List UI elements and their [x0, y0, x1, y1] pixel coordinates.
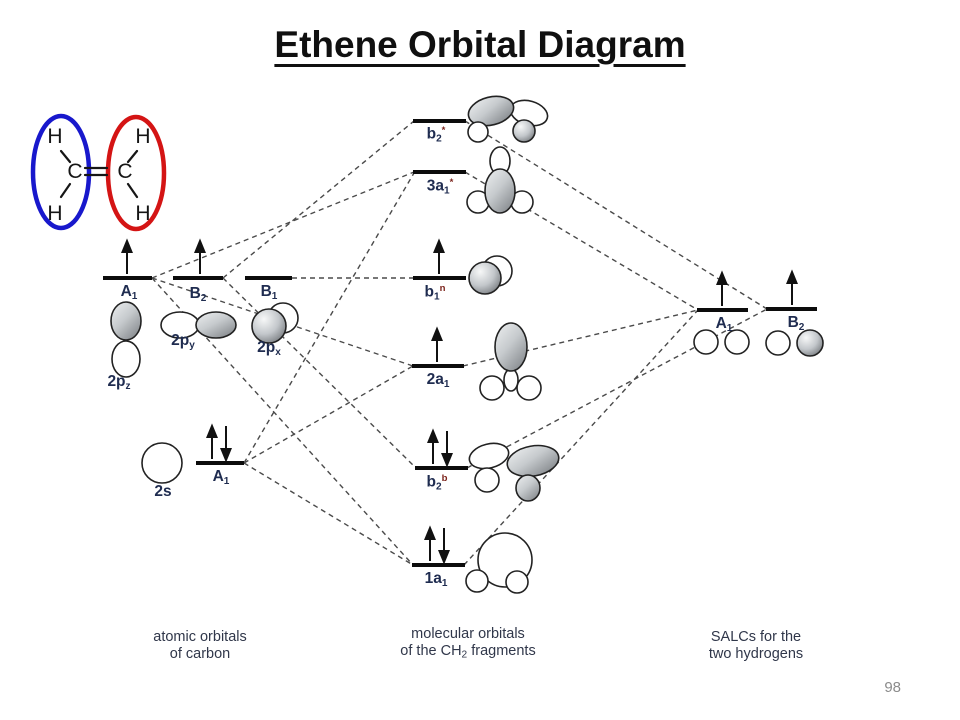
right-ch2-circle — [105, 114, 167, 232]
energy-levels — [103, 119, 817, 567]
atom-h-bottom-right: H — [135, 202, 151, 225]
level-label-2px-b1: B1 — [260, 283, 278, 303]
correlation-lines — [151, 120, 768, 566]
caption-atomic-orbitals: atomic orbitals of carbon — [153, 629, 247, 662]
salc-b2-orbitals — [765, 329, 824, 357]
orbital-2a1 — [479, 322, 542, 401]
orbital-label-2pz: 2pz — [107, 373, 131, 393]
atom-c-right: C — [117, 160, 133, 183]
atom-h-bottom-left: H — [47, 202, 63, 225]
electron-arrow-down — [438, 528, 450, 565]
orbital-label-2s: 2s — [154, 483, 172, 500]
electron-arrows — [121, 238, 798, 565]
bond-lines — [59, 149, 139, 199]
caption-salcs: SALCs for the two hydrogens — [708, 629, 804, 662]
orbital-2s — [141, 442, 183, 484]
atom-h-top-left: H — [47, 125, 63, 148]
electron-arrow-up — [194, 238, 206, 274]
level-label-salc-b2: B2 — [787, 314, 805, 334]
level-label-2a1: 2a1 — [426, 371, 450, 391]
electron-arrow-up — [716, 270, 728, 306]
level-label-b2-star: b2* — [426, 125, 446, 145]
level-label-b2b: b2b — [426, 473, 448, 493]
page-number: 98 — [884, 679, 901, 696]
level-label-2py-b2: B2 — [189, 285, 207, 305]
electron-arrow-down — [441, 431, 453, 468]
electron-arrow-up — [424, 525, 436, 561]
orbital-b2b — [468, 442, 560, 502]
atom-h-top-right: H — [135, 125, 151, 148]
electron-arrow-up — [206, 423, 218, 459]
orbital-2px — [251, 302, 299, 344]
electron-arrow-up — [431, 326, 443, 362]
orbital-3a1-star — [466, 146, 534, 214]
orbital-2py — [160, 311, 237, 339]
atom-c-left: C — [67, 160, 83, 183]
electron-arrow-up — [121, 238, 133, 274]
level-label-2pz-a1: A1 — [120, 283, 138, 303]
orbital-label-2px: 2px — [257, 339, 281, 359]
orbital-label-2py: 2py — [171, 332, 195, 352]
caption-molecular-orbitals: molecular orbitals of the CH2 fragments — [400, 626, 536, 661]
salc-a1-orbitals — [693, 329, 750, 355]
electron-arrow-down — [220, 426, 232, 463]
electron-arrow-up — [427, 428, 439, 464]
orbital-1a1 — [465, 532, 533, 594]
level-label-3a1-star: 3a1* — [426, 177, 454, 197]
left-ch2-circle — [30, 113, 92, 231]
orbital-2pz — [110, 301, 142, 378]
level-label-salc-a1: A1 — [715, 315, 733, 335]
orbital-b1n — [468, 255, 513, 295]
level-label-2s-a1: A1 — [212, 468, 230, 488]
electron-arrow-up — [433, 238, 445, 274]
orbital-b2-star — [467, 95, 549, 143]
ethene-structure — [30, 113, 167, 232]
electron-arrow-up — [786, 269, 798, 305]
level-label-b1n: b1n — [424, 283, 446, 303]
level-label-1a1: 1a1 — [424, 570, 448, 590]
page-title: Ethene Orbital Diagram — [274, 24, 686, 65]
